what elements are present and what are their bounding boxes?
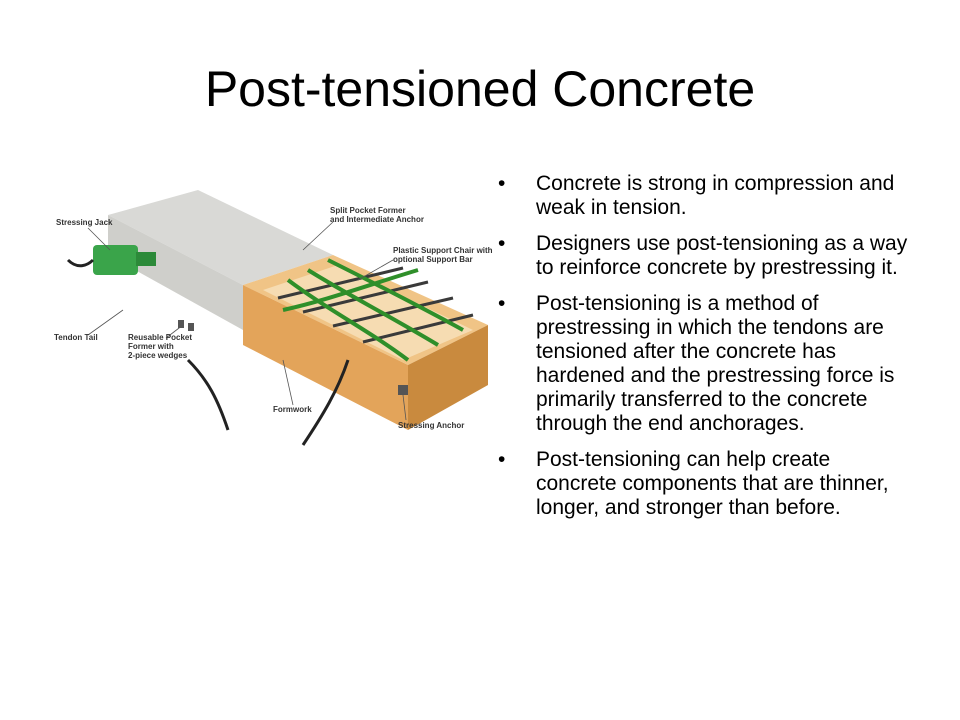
label-support-chair: Plastic Support Chair with — [393, 246, 493, 255]
label-tendon-tail: Tendon Tail — [54, 333, 98, 342]
tendon — [327, 258, 464, 332]
tendon-tail-cable — [301, 359, 350, 446]
tendons — [282, 258, 464, 362]
label-stressing-anchor: Stressing Anchor — [398, 421, 464, 430]
bullet-text: Post-tensioning is a method of prestress… — [536, 292, 895, 435]
formwork-side — [408, 325, 488, 430]
rebar-bar — [277, 266, 404, 300]
bullet-item: • Post-tensioning can help create concre… — [496, 448, 916, 520]
leader-lines — [87, 221, 407, 421]
label-split-pocket: Split Pocket Former — [330, 206, 406, 215]
wedge — [188, 323, 194, 331]
bullet-list: • Concrete is strong in compression and … — [496, 172, 916, 532]
bullet-item: • Post-tensioning is a method of prestre… — [496, 292, 916, 436]
bullet-marker: • — [498, 292, 506, 315]
rebar-grid — [277, 266, 474, 344]
wedge — [178, 320, 184, 328]
bullet-text: Post-tensioning can help create concrete… — [536, 448, 889, 519]
cable — [66, 258, 95, 268]
label-pocket-former-line3: 2-piece wedges — [128, 351, 188, 360]
leader-line — [282, 359, 294, 406]
leader-line — [87, 309, 124, 336]
bullet-marker: • — [498, 448, 506, 471]
bullet-text: Designers use post-tensioning as a way t… — [536, 232, 908, 279]
label-support-chair-line2: optional Support Bar — [393, 255, 473, 264]
rebar-bar — [362, 313, 474, 344]
leader-line — [302, 221, 334, 251]
post-tensioning-diagram: Stressing Jack Split Pocket Former and I… — [48, 160, 498, 460]
leader-line — [165, 324, 184, 339]
tendon — [286, 278, 410, 362]
leader-line — [402, 394, 407, 421]
diagram-illustration: Stressing Jack Split Pocket Former and I… — [54, 190, 493, 446]
label-pocket-former: Reusable Pocket — [128, 333, 192, 342]
label-pocket-former-line2: Former with — [128, 342, 174, 351]
concrete-slab-top — [108, 190, 333, 285]
cables — [66, 258, 350, 446]
stressing-jack-nose — [136, 252, 156, 266]
anchor-wedges — [178, 320, 408, 395]
tendon — [306, 268, 440, 347]
stressing-jack-body — [93, 245, 138, 275]
leader-line — [87, 227, 111, 251]
bullet-marker: • — [498, 172, 506, 195]
tendon-tail-cable — [186, 358, 230, 431]
tendon — [282, 268, 419, 312]
bullet-item: • Designers use post-tensioning as a way… — [496, 232, 916, 280]
label-split-pocket-line2: and Intermediate Anchor — [330, 215, 424, 224]
concrete-slab-face — [108, 215, 243, 330]
bullet-marker: • — [498, 232, 506, 255]
label-stressing-jack: Stressing Jack — [56, 218, 113, 227]
label-formwork: Formwork — [273, 405, 312, 414]
leader-line — [357, 259, 394, 281]
bullet-item: • Concrete is strong in compression and … — [496, 172, 916, 220]
bullet-text: Concrete is strong in compression and we… — [536, 172, 895, 219]
slide-title: Post-tensioned Concrete — [204, 61, 756, 117]
formwork-front — [243, 285, 408, 430]
stressing-anchor-plate — [398, 385, 408, 395]
